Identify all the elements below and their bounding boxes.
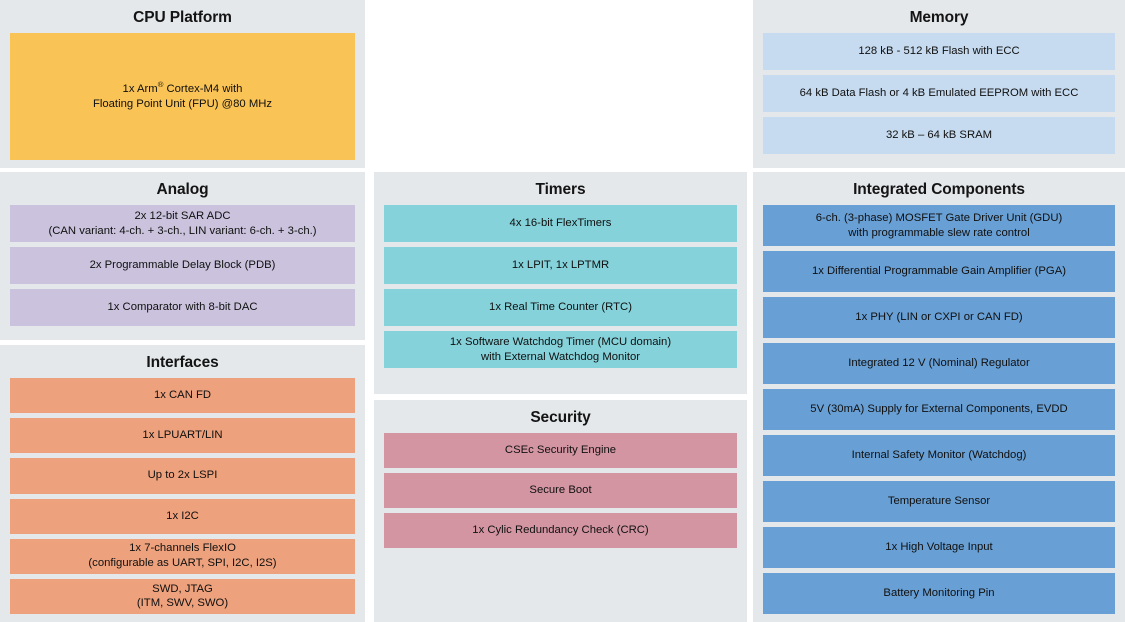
block-mosfet-gate-driver-unit[interactable]: 6-ch. (3-phase) MOSFET Gate Driver Unit …: [763, 205, 1115, 247]
block-text-line1: 1x LPUART/LIN: [142, 429, 223, 442]
block-text-line1: 1x CAN FD: [153, 389, 212, 402]
panel-title-memory: Memory: [909, 9, 969, 26]
block-list-timers: 4x 16-bit FlexTimers 1x LPIT, 1x LPTMR 1…: [384, 205, 737, 386]
block-text-line1: 1x High Voltage Input: [885, 541, 993, 554]
block-list-interfaces: 1x CAN FD 1x LPUART/LIN Up to 2x LSPI 1x…: [10, 378, 355, 614]
block-csec-security-engine[interactable]: CSEc Security Engine: [384, 433, 737, 469]
block-text-line1: 1x LPIT, 1x LPTMR: [511, 259, 610, 272]
panel-memory: Memory 128 kB - 512 kB Flash with ECC 64…: [753, 0, 1125, 168]
block-text-line2: (configurable as UART, SPI, I2C, I2S): [88, 557, 277, 570]
block-text: 1x Arm® Cortex-M4 with Floating Point Un…: [92, 79, 273, 112]
panel-integrated-components: Integrated Components 6-ch. (3-phase) MO…: [753, 172, 1125, 622]
panel-title-analog: Analog: [156, 181, 209, 198]
block-sram[interactable]: 32 kB – 64 kB SRAM: [763, 117, 1115, 155]
block-text-line1: 1x Arm® Cortex-M4 with: [122, 79, 243, 95]
block-text-line1: 32 kB – 64 kB SRAM: [885, 129, 993, 142]
panel-title-security: Security: [530, 409, 591, 426]
block-text-line2: Floating Point Unit (FPU) @80 MHz: [92, 97, 273, 110]
block-text-line1: 1x PHY (LIN or CXPI or CAN FD): [855, 311, 1023, 324]
block-text-line1: 1x 7-channels FlexIO: [129, 542, 236, 555]
panel-title-integrated-components: Integrated Components: [853, 181, 1025, 198]
block-text-line1: Battery Monitoring Pin: [883, 587, 995, 600]
block-comparator-dac[interactable]: 1x Comparator with 8-bit DAC: [10, 289, 355, 327]
block-text: 1x 7-channels FlexIO (configurable as UA…: [88, 541, 276, 571]
block-text-line2: (ITM, SWV, SWO): [136, 597, 229, 610]
block-lspi[interactable]: Up to 2x LSPI: [10, 458, 355, 494]
block-text-line1: Temperature Sensor: [887, 495, 991, 508]
block-swd-jtag[interactable]: SWD, JTAG (ITM, SWV, SWO): [10, 578, 355, 614]
block-text-line2: with programmable slew rate control: [848, 226, 1030, 239]
block-flextimers[interactable]: 4x 16-bit FlexTimers: [384, 205, 737, 243]
block-text-line1: 2x 12-bit SAR ADC: [134, 209, 231, 222]
panel-cpu-platform: CPU Platform 1x Arm® Cortex-M4 with Floa…: [0, 0, 365, 168]
block-text-line2: with External Watchdog Monitor: [480, 350, 641, 363]
block-battery-monitoring-pin[interactable]: Battery Monitoring Pin: [763, 573, 1115, 615]
block-lpuart-lin[interactable]: 1x LPUART/LIN: [10, 418, 355, 454]
block-internal-safety-monitor[interactable]: Internal Safety Monitor (Watchdog): [763, 435, 1115, 477]
block-evdd-supply[interactable]: 5V (30mA) Supply for External Components…: [763, 389, 1115, 431]
block-text-line1: 1x Real Time Counter (RTC): [489, 301, 632, 314]
panel-analog: Analog 2x 12-bit SAR ADC (CAN variant: 4…: [0, 172, 365, 340]
block-text-line1: Internal Safety Monitor (Watchdog): [851, 449, 1027, 462]
block-lpit-lptmr[interactable]: 1x LPIT, 1x LPTMR: [384, 247, 737, 285]
panel-title-interfaces: Interfaces: [146, 354, 219, 371]
block-text-line1: 128 kB - 512 kB Flash with ECC: [858, 45, 1020, 58]
block-i2c[interactable]: 1x I2C: [10, 498, 355, 534]
block-text-line1: 5V (30mA) Supply for External Components…: [810, 403, 1068, 416]
block-text-line1: Up to 2x LSPI: [147, 469, 218, 482]
diagram-column-right: Memory 128 kB - 512 kB Flash with ECC 64…: [753, 0, 1125, 622]
block-text-line1: 1x Software Watchdog Timer (MCU domain): [449, 335, 672, 348]
block-text-line1: 6-ch. (3-phase) MOSFET Gate Driver Unit …: [815, 211, 1063, 224]
block-text-line1: 1x Cylic Redundancy Check (CRC): [472, 524, 649, 537]
block-text-line1: 4x 16-bit FlexTimers: [509, 217, 612, 230]
panel-interfaces: Interfaces 1x CAN FD 1x LPUART/LIN Up to…: [0, 345, 365, 622]
block-text: 2x 12-bit SAR ADC (CAN variant: 4-ch. + …: [48, 209, 316, 239]
block-data-flash-eeprom[interactable]: 64 kB Data Flash or 4 kB Emulated EEPROM…: [763, 75, 1115, 113]
block-real-time-counter[interactable]: 1x Real Time Counter (RTC): [384, 289, 737, 327]
block-flexio[interactable]: 1x 7-channels FlexIO (configurable as UA…: [10, 538, 355, 574]
block-temperature-sensor[interactable]: Temperature Sensor: [763, 481, 1115, 523]
block-list-analog: 2x 12-bit SAR ADC (CAN variant: 4-ch. + …: [10, 205, 355, 332]
block-phy[interactable]: 1x PHY (LIN or CXPI or CAN FD): [763, 297, 1115, 339]
block-crc[interactable]: 1x Cylic Redundancy Check (CRC): [384, 513, 737, 549]
panel-title-cpu-platform: CPU Platform: [133, 9, 232, 26]
block-text-line1: CSEc Security Engine: [504, 444, 617, 457]
block-text-line1: SWD, JTAG: [152, 582, 213, 595]
block-text: 1x Software Watchdog Timer (MCU domain) …: [450, 335, 671, 365]
block-text: 6-ch. (3-phase) MOSFET Gate Driver Unit …: [816, 211, 1063, 241]
panel-security: Security CSEc Security Engine Secure Boo…: [374, 400, 747, 622]
block-text-line1: Integrated 12 V (Nominal) Regulator: [848, 357, 1030, 370]
block-sar-adc[interactable]: 2x 12-bit SAR ADC (CAN variant: 4-ch. + …: [10, 205, 355, 243]
panel-timers: Timers 4x 16-bit FlexTimers 1x LPIT, 1x …: [374, 172, 747, 394]
block-text-line1: 1x I2C: [166, 509, 199, 522]
block-can-fd[interactable]: 1x CAN FD: [10, 378, 355, 414]
block-list-cpu-platform: 1x Arm® Cortex-M4 with Floating Point Un…: [10, 33, 355, 160]
diagram-column-middle: Timers 4x 16-bit FlexTimers 1x LPIT, 1x …: [371, 0, 753, 622]
block-programmable-delay-block[interactable]: 2x Programmable Delay Block (PDB): [10, 247, 355, 285]
panel-title-timers: Timers: [535, 181, 586, 198]
block-text-line2: (CAN variant: 4-ch. + 3-ch., LIN variant…: [48, 224, 317, 237]
block-pga[interactable]: 1x Differential Programmable Gain Amplif…: [763, 251, 1115, 293]
block-list-memory: 128 kB - 512 kB Flash with ECC 64 kB Dat…: [763, 33, 1115, 160]
diagram-column-left: CPU Platform 1x Arm® Cortex-M4 with Floa…: [0, 0, 371, 622]
block-software-watchdog-timer[interactable]: 1x Software Watchdog Timer (MCU domain) …: [384, 331, 737, 369]
block-integrated-regulator[interactable]: Integrated 12 V (Nominal) Regulator: [763, 343, 1115, 385]
block-list-integrated-components: 6-ch. (3-phase) MOSFET Gate Driver Unit …: [763, 205, 1115, 615]
block-list-security: CSEc Security Engine Secure Boot 1x Cyli…: [384, 433, 737, 549]
block-text-line1: 2x Programmable Delay Block (PDB): [89, 259, 276, 272]
block-text-line1: 1x Comparator with 8-bit DAC: [107, 301, 258, 314]
block-high-voltage-input[interactable]: 1x High Voltage Input: [763, 527, 1115, 569]
block-secure-boot[interactable]: Secure Boot: [384, 473, 737, 509]
block-flash-with-ecc[interactable]: 128 kB - 512 kB Flash with ECC: [763, 33, 1115, 71]
block-text-line1: 1x Differential Programmable Gain Amplif…: [811, 265, 1067, 278]
block-text: SWD, JTAG (ITM, SWV, SWO): [137, 582, 228, 612]
block-text-line1: Secure Boot: [529, 484, 592, 497]
block-text-line1: 64 kB Data Flash or 4 kB Emulated EEPROM…: [799, 87, 1079, 100]
registered-mark: ®: [157, 79, 164, 89]
block-cpu-core[interactable]: 1x Arm® Cortex-M4 with Floating Point Un…: [10, 33, 355, 160]
